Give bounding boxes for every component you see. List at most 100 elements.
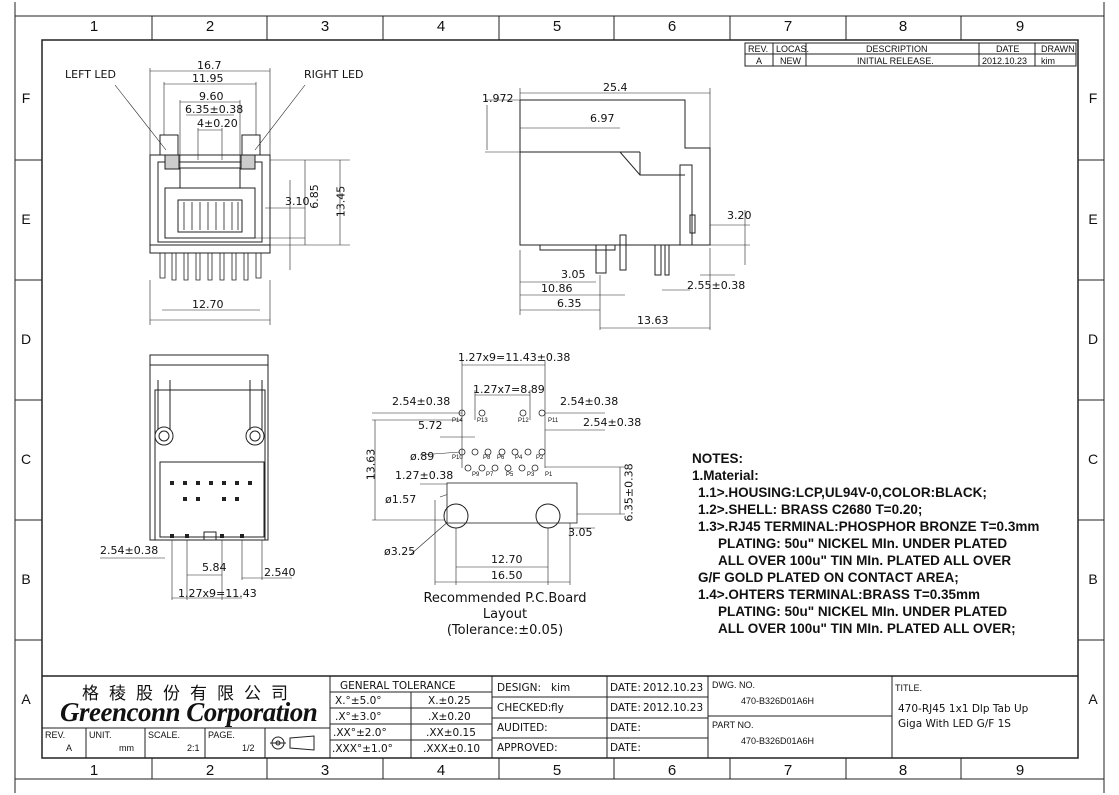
rev-header-rev: REV. [748, 44, 769, 54]
design-value: kim [551, 682, 571, 694]
dim-side-10-86: 10.86 [541, 282, 573, 295]
rev-header-description: DESCRIPTION [866, 44, 928, 54]
col-label-1-bottom: 1 [89, 762, 99, 779]
col-label-8-bottom: 8 [898, 762, 908, 779]
dim-side-1-972: 1.972 [482, 92, 514, 105]
company-chinese-name: 格稜股份有限公司 [82, 684, 298, 704]
tol-linear-2: .XX±0.15 [426, 727, 476, 739]
pin-label-p3: P3 [527, 472, 535, 478]
dim-pcb-hole-089: ø.89 [410, 450, 435, 463]
company-logo-name: Greenconn Corporation [60, 697, 318, 727]
date-label-1: DATE: [610, 682, 641, 694]
rev-value-drawn: kim [1041, 56, 1055, 66]
dim-side-13-63: 13.63 [637, 314, 669, 327]
row-label-a: A [21, 691, 31, 707]
approved-label: APPROVED: [497, 742, 558, 754]
tol-angle-0: X.°±5.0° [335, 695, 382, 707]
row-label-e: E [21, 211, 31, 227]
col-label-6-bottom: 6 [667, 762, 677, 779]
dim-pcb-2-54-left: 2.54±0.38 [392, 395, 451, 408]
row-label-b-right: B [1088, 571, 1098, 587]
pin-label-p10: P10 [452, 455, 463, 461]
dim-pcb-2-54-far: 2.54±0.38 [583, 416, 642, 429]
title-label: TITLE. [895, 683, 923, 693]
page-value: 1/2 [242, 743, 255, 753]
dim-front-6-85: 6.85 [307, 184, 321, 209]
rev-header-locas: LOCAS. [776, 44, 810, 54]
tol-angle-3: .XXX°±1.0° [332, 743, 393, 755]
col-label-3-bottom: 3 [320, 762, 330, 779]
dim-front-13-45: 13.45 [334, 185, 348, 218]
rev-value-locas: NEW [780, 56, 801, 66]
notes-heading: NOTES: [692, 451, 744, 466]
col-label-4-bottom: 4 [436, 762, 446, 779]
rev-header-date: DATE [996, 44, 1020, 54]
rev-value: A [66, 743, 73, 753]
right-led-label: RIGHT LED [304, 68, 364, 81]
unit-label: UNIT. [89, 730, 112, 740]
row-label-d: D [20, 331, 32, 347]
pin-label-p13: P13 [477, 418, 488, 424]
row-label-d-right: D [1087, 331, 1099, 347]
row-label-f: F [21, 90, 31, 106]
date-value-1: 2012.10.23 [643, 682, 704, 694]
audited-label: AUDITED: [497, 722, 548, 734]
date-label-2: DATE: [610, 702, 641, 714]
design-label: DESIGN: [497, 682, 542, 694]
page-label: PAGE. [208, 730, 235, 740]
checked-label: CHECKED: [497, 702, 552, 714]
dim-pcb-12-70: 12.70 [491, 553, 523, 566]
date-value-2: 2012.10.23 [643, 702, 704, 714]
notes-line-shell: 1.2>.SHELL: BRASS C2680 T=0.20; [698, 502, 923, 517]
dim-front-3-10: 3.10 [285, 195, 310, 208]
scale-value: 2:1 [187, 743, 200, 753]
dim-pcb-6-35: 6.35±0.38 [622, 463, 636, 522]
col-label-4: 4 [436, 18, 446, 35]
side-view [485, 88, 750, 330]
dim-pcb-13-63: 13.63 [364, 448, 378, 481]
pin-label-p9: P9 [472, 472, 480, 478]
dim-pcb-pitch-7: 1.27x7=8.89 [473, 383, 545, 396]
title-line-1: 470-RJ45 1x1 Dlp Tab Up [898, 703, 1029, 715]
left-led-label: LEFT LED [65, 68, 116, 81]
dwg-no-label: DWG. NO. [712, 680, 755, 690]
dim-front-9-60: 9.60 [199, 90, 224, 103]
dim-pcb-hole-157: ø1.57 [385, 493, 417, 506]
col-label-2-bottom: 2 [205, 762, 215, 779]
row-label-f-right: F [1088, 90, 1098, 106]
notes-line-gold: G/F GOLD PLATED ON CONTACT AREA; [698, 570, 959, 585]
col-label-7-bottom: 7 [783, 762, 793, 779]
pcb-caption-line-1: Recommended P.C.Board [423, 591, 587, 606]
dim-pcb-hole-325: ø3.25 [384, 545, 416, 558]
col-label-3: 3 [320, 18, 330, 35]
pin-label-p4: P4 [515, 455, 523, 461]
row-label-c-right: C [1087, 451, 1099, 467]
notes-line-others: 1.4>.OHTERS TERMINAL:BRASS T=0.35mm [698, 587, 981, 602]
dim-side-3-20: 3.20 [727, 209, 752, 222]
tol-linear-3: .XXX±0.10 [423, 743, 481, 755]
col-label-9: 9 [1015, 18, 1025, 35]
pin-label-p8: P8 [483, 455, 491, 461]
part-no-value: 470-B326D01A6H [741, 736, 815, 746]
dim-bottom-5-84: 5.84 [202, 561, 227, 574]
row-label-e-right: E [1088, 211, 1098, 227]
col-label-8: 8 [898, 18, 908, 35]
pcb-caption-line-2: Layout [482, 607, 528, 622]
tol-angle-2: .XX°±2.0° [333, 727, 387, 739]
dim-side-25-4: 25.4 [603, 81, 628, 94]
dim-side-3-05: 3.05 [561, 268, 586, 281]
col-label-6: 6 [667, 18, 677, 35]
notes-line-material: 1.Material: [692, 468, 759, 483]
dim-front-4: 4±0.20 [197, 117, 238, 130]
dwg-no-value: 470-B326D01A6H [741, 696, 815, 706]
dim-side-6-97: 6.97 [590, 112, 615, 125]
dim-pcb-3-05: 3.05 [568, 526, 593, 539]
notes-block: NOTES: 1.Material: 1.1>.HOUSING:LCP,UL94… [692, 450, 1039, 637]
dim-pcb-2-54-right: 2.54±0.38 [560, 395, 619, 408]
col-label-9-bottom: 9 [1015, 762, 1025, 779]
dim-front-12-70: 12.70 [192, 298, 224, 311]
pin-label-p1: P1 [545, 472, 553, 478]
pcb-layout [372, 360, 625, 585]
tol-linear-1: .X±0.20 [428, 711, 471, 723]
col-label-1: 1 [89, 18, 99, 35]
